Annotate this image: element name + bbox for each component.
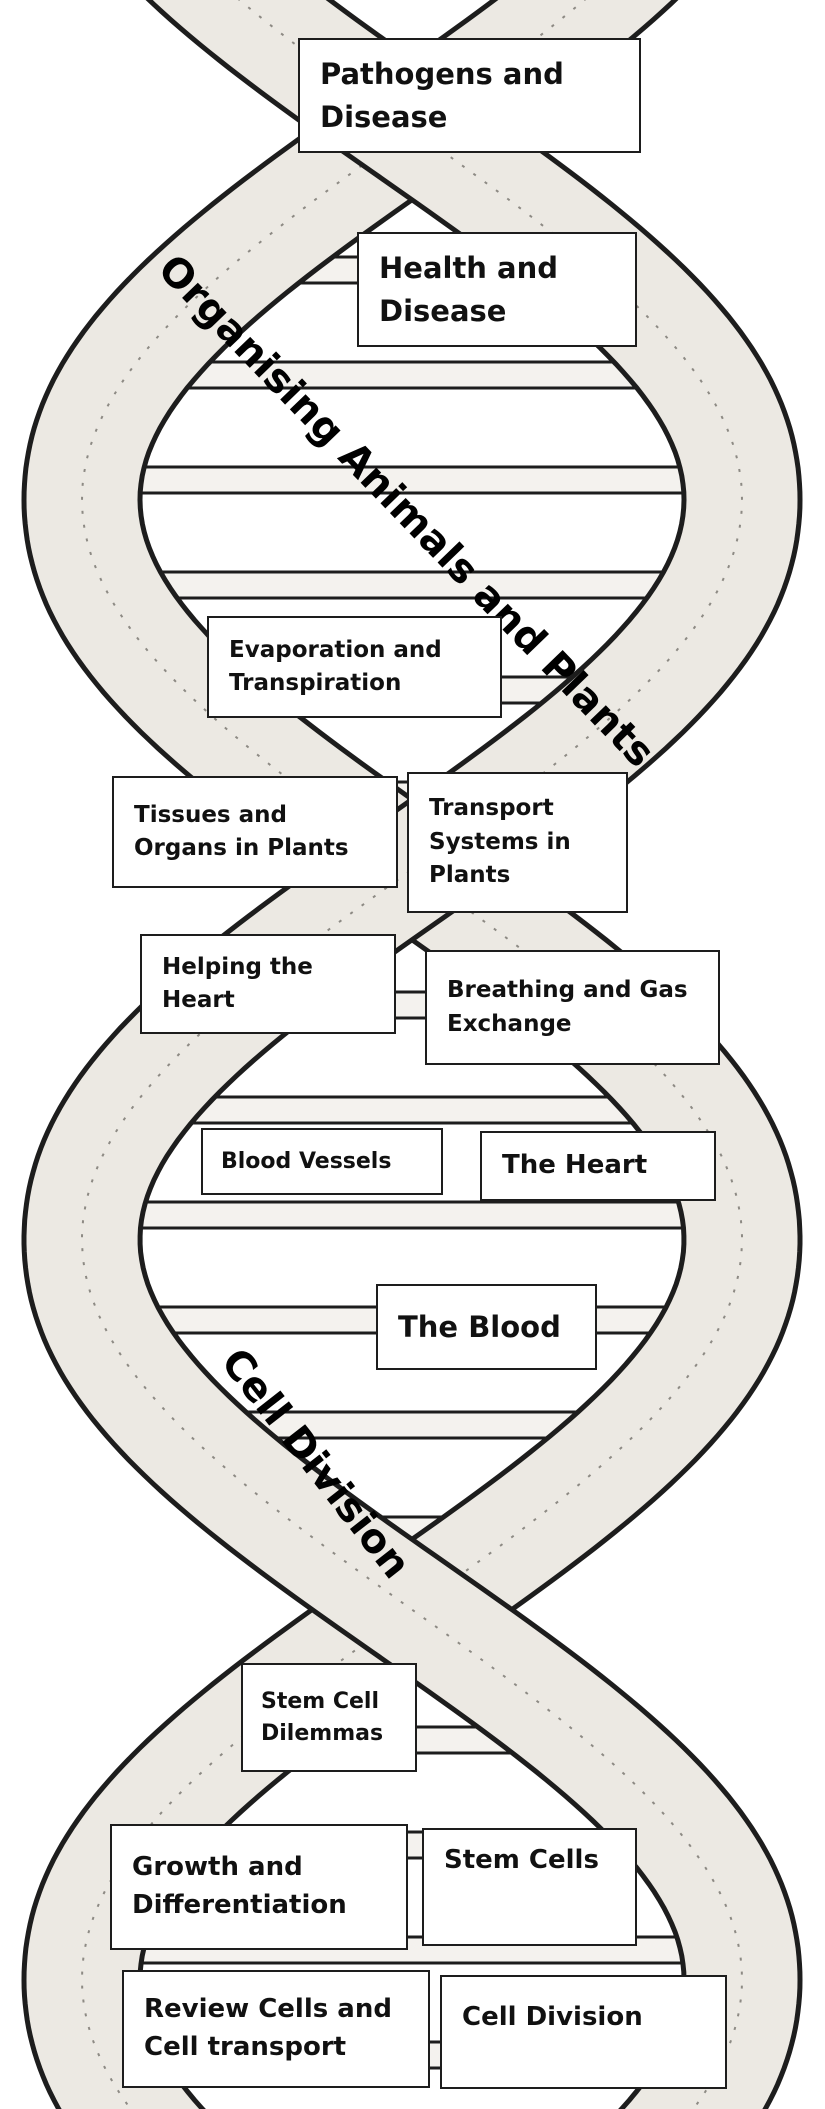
topic-helping-the-heart[interactable]: Helping the Heart [140, 934, 396, 1034]
topic-growth-and-differentiation[interactable]: Growth and Differentiation [110, 1824, 408, 1950]
helix-rung [131, 1097, 694, 1123]
topic-pathogens-and-disease[interactable]: Pathogens and Disease [298, 38, 641, 153]
helix-rung [127, 362, 697, 388]
helix-rung [104, 572, 721, 598]
topic-review-cells-and-cell-transport[interactable]: Review Cells and Cell transport [122, 1970, 430, 2088]
topic-stem-cells[interactable]: Stem Cells [422, 1828, 637, 1946]
topic-health-and-disease[interactable]: Health and Disease [357, 232, 637, 347]
topic-tissues-and-organs-in-plants[interactable]: Tissues and Organs in Plants [112, 776, 398, 888]
topic-evaporation-and-transpiration[interactable]: Evaporation and Transpiration [207, 616, 502, 718]
topic-the-blood[interactable]: The Blood [376, 1284, 597, 1370]
topic-cell-division[interactable]: Cell Division [440, 1975, 727, 2089]
topic-breathing-and-gas-exchange[interactable]: Breathing and Gas Exchange [425, 950, 720, 1065]
topic-blood-vessels[interactable]: Blood Vessels [201, 1128, 443, 1195]
topic-stem-cell-dilemmas[interactable]: Stem Cell Dilemmas [241, 1663, 417, 1772]
topic-transport-systems-in-plants[interactable]: Transport Systems in Plants [407, 772, 628, 913]
helix-rung [84, 1202, 740, 1228]
topic-the-heart[interactable]: The Heart [480, 1131, 716, 1201]
